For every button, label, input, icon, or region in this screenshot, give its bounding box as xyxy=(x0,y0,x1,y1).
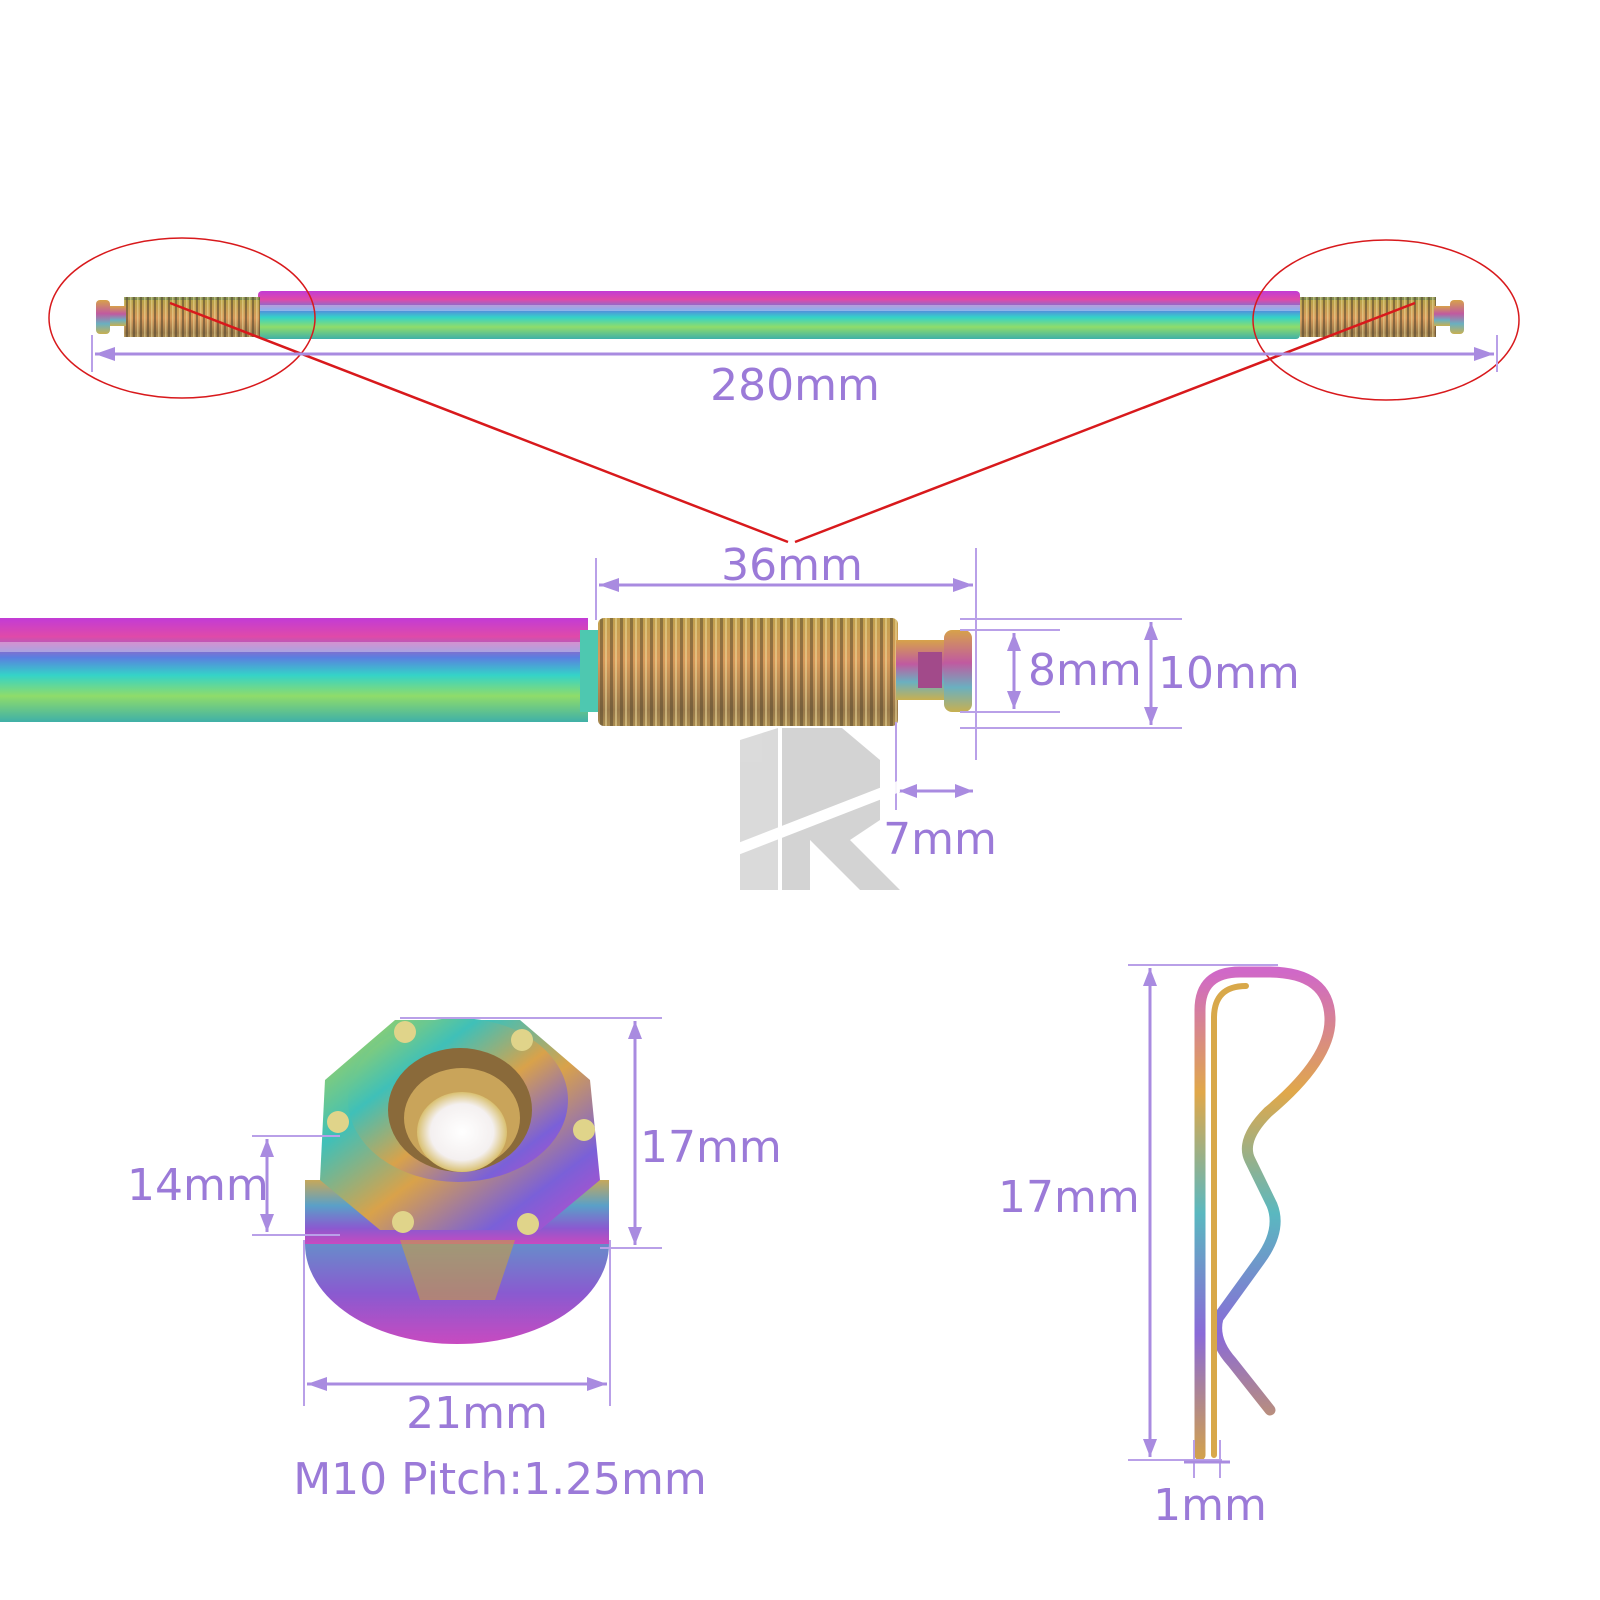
r-clip-wire xyxy=(1194,966,1336,1461)
left-callout-line xyxy=(169,301,789,544)
nut-flute-1 xyxy=(400,1240,515,1300)
rod-right-thread xyxy=(1300,297,1436,337)
tip-length-label: 7mm xyxy=(883,814,997,865)
clip-length-label: 17mm xyxy=(998,1172,1140,1223)
detail-shaft-collar xyxy=(580,630,598,712)
detail-shaft xyxy=(0,618,588,722)
thread-length-label: 36mm xyxy=(721,540,863,591)
rk-logo-icon xyxy=(720,728,900,890)
nut-flange-diameter-dimension: 21mm xyxy=(303,1240,611,1439)
rod-length-dimension: 280mm xyxy=(91,335,1498,411)
thread-diameter-dimension: 10mm xyxy=(960,618,1300,729)
detail-thread xyxy=(598,618,898,726)
groove-diameter-label: 8mm xyxy=(1028,645,1142,696)
thread-diameter-label: 10mm xyxy=(1158,648,1300,699)
nut-spec-label: M10 Pitch:1.25mm xyxy=(293,1454,707,1505)
nut-hex-height-label: 14mm xyxy=(127,1160,269,1211)
right-callout-line xyxy=(794,301,1416,544)
flange-nut xyxy=(305,1018,609,1344)
nut-hex-height-dimension: 14mm xyxy=(127,1135,340,1236)
rod-right-tip xyxy=(1434,300,1464,334)
r-clip-inner-wire xyxy=(1211,983,1249,1458)
detail-tip-groove xyxy=(918,652,942,688)
thread-length-dimension: 36mm xyxy=(595,540,977,760)
rod-left-tip xyxy=(96,300,126,334)
rod-length-label: 280mm xyxy=(710,360,880,411)
groove-diameter-dimension: 8mm xyxy=(960,629,1142,713)
thread-detail xyxy=(0,618,972,726)
clip-wire-dimension: 1mm xyxy=(1153,1440,1267,1531)
nut-total-height-label: 17mm xyxy=(640,1122,782,1173)
detail-tip-head xyxy=(944,630,972,712)
rod-highlight xyxy=(258,305,1300,311)
nut-rivets xyxy=(327,1021,595,1235)
nut-total-height-dimension: 17mm xyxy=(400,1017,782,1249)
right-callout-ellipse xyxy=(1252,239,1520,401)
clip-length-dimension: 17mm xyxy=(998,964,1278,1461)
full-rod xyxy=(96,291,1464,339)
nut-bore-hole xyxy=(417,1092,507,1172)
tip-length-dimension: 7mm xyxy=(883,722,997,865)
detail-shaft-highlight xyxy=(0,642,588,652)
nut-flange-diameter-label: 21mm xyxy=(406,1388,548,1439)
left-callout-ellipse xyxy=(48,237,316,399)
r-clip xyxy=(1194,966,1336,1461)
rod-shaft xyxy=(258,291,1300,339)
detail-callout xyxy=(48,237,1520,544)
clip-wire-label: 1mm xyxy=(1153,1480,1267,1531)
